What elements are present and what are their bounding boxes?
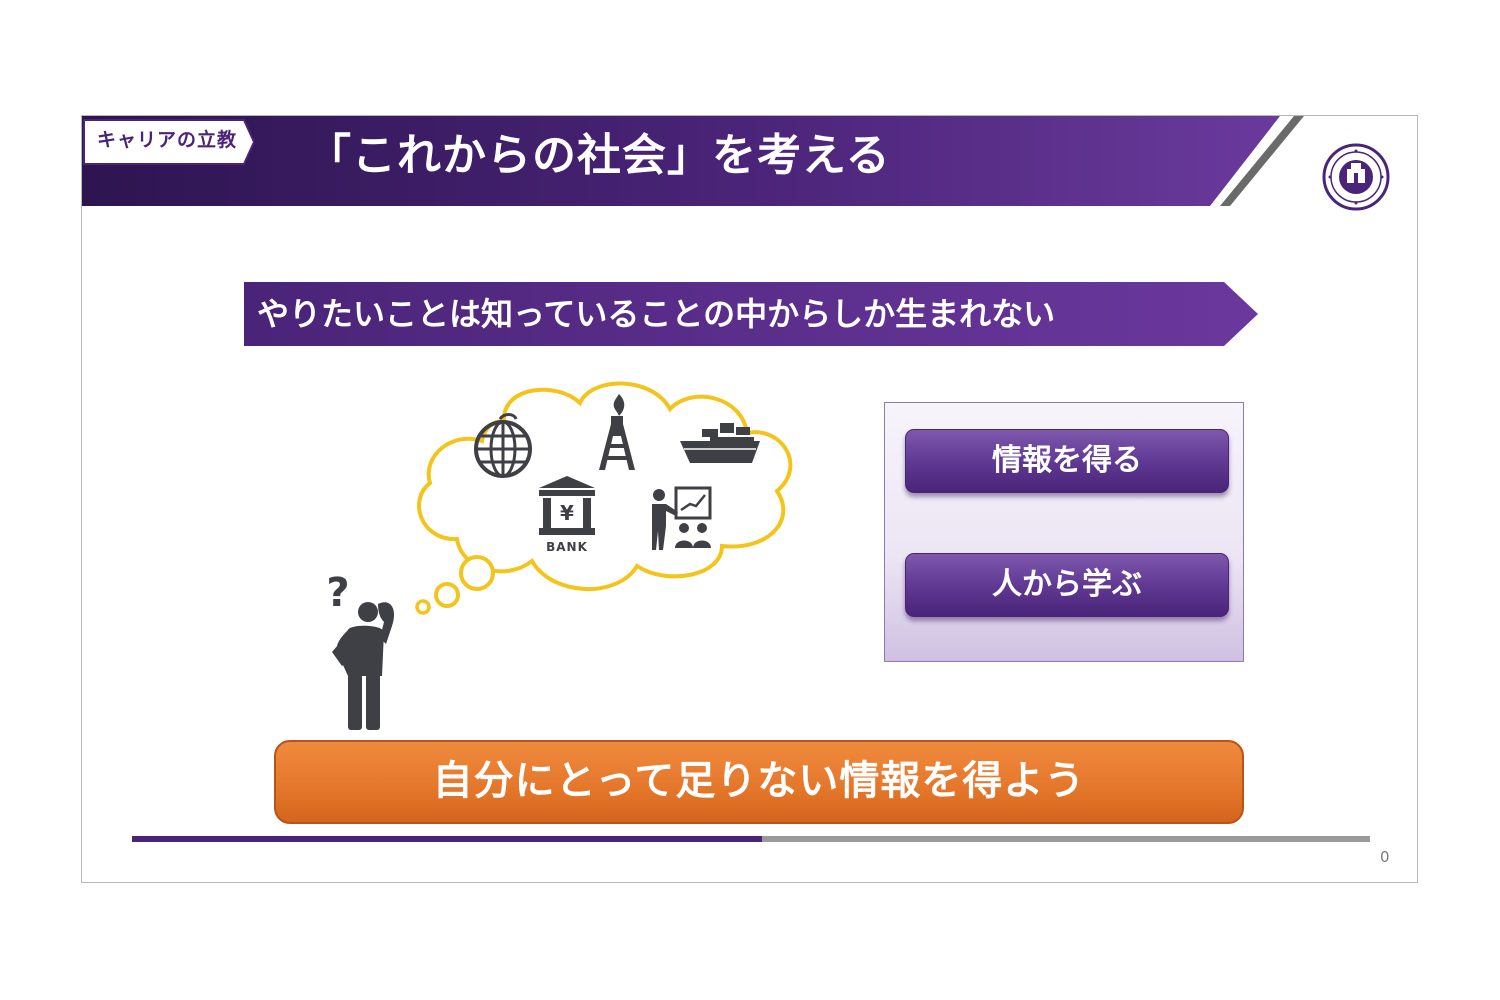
oil-rig-icon: [599, 394, 635, 470]
cargo-ship-icon: [680, 423, 760, 463]
globe-icon: [474, 413, 532, 478]
confused-person-icon: ?: [326, 570, 395, 730]
section-tag: キャリアの立教: [96, 129, 237, 151]
university-seal-icon: [1322, 143, 1390, 211]
banner-text: やりたいことは知っていることの中からしか生まれない: [257, 295, 1056, 333]
call-to-action-box: 自分にとって足りない情報を得よう: [274, 740, 1244, 824]
bank-icon: ¥ BANK: [539, 476, 595, 554]
question-mark: ?: [326, 570, 349, 616]
get-information-button[interactable]: 情報を得る: [905, 429, 1229, 493]
footer-progress-line: [132, 836, 1370, 842]
learn-from-people-button[interactable]: 人から学ぶ: [905, 553, 1229, 617]
yen-symbol: ¥: [560, 501, 574, 525]
bank-label: BANK: [546, 540, 588, 554]
header-band: [82, 116, 1304, 206]
presentation-icon: [652, 486, 712, 550]
options-panel: 情報を得る 人から学ぶ: [884, 402, 1244, 662]
page-title: 「これからの社会」を考える: [307, 130, 891, 181]
message-banner: [244, 282, 1258, 346]
slide: キャリアの立教 「これからの社会」を考える やりたいことは知っていることの中から…: [81, 115, 1418, 883]
thought-trail: [415, 555, 495, 615]
page-number: 0: [1380, 848, 1390, 866]
